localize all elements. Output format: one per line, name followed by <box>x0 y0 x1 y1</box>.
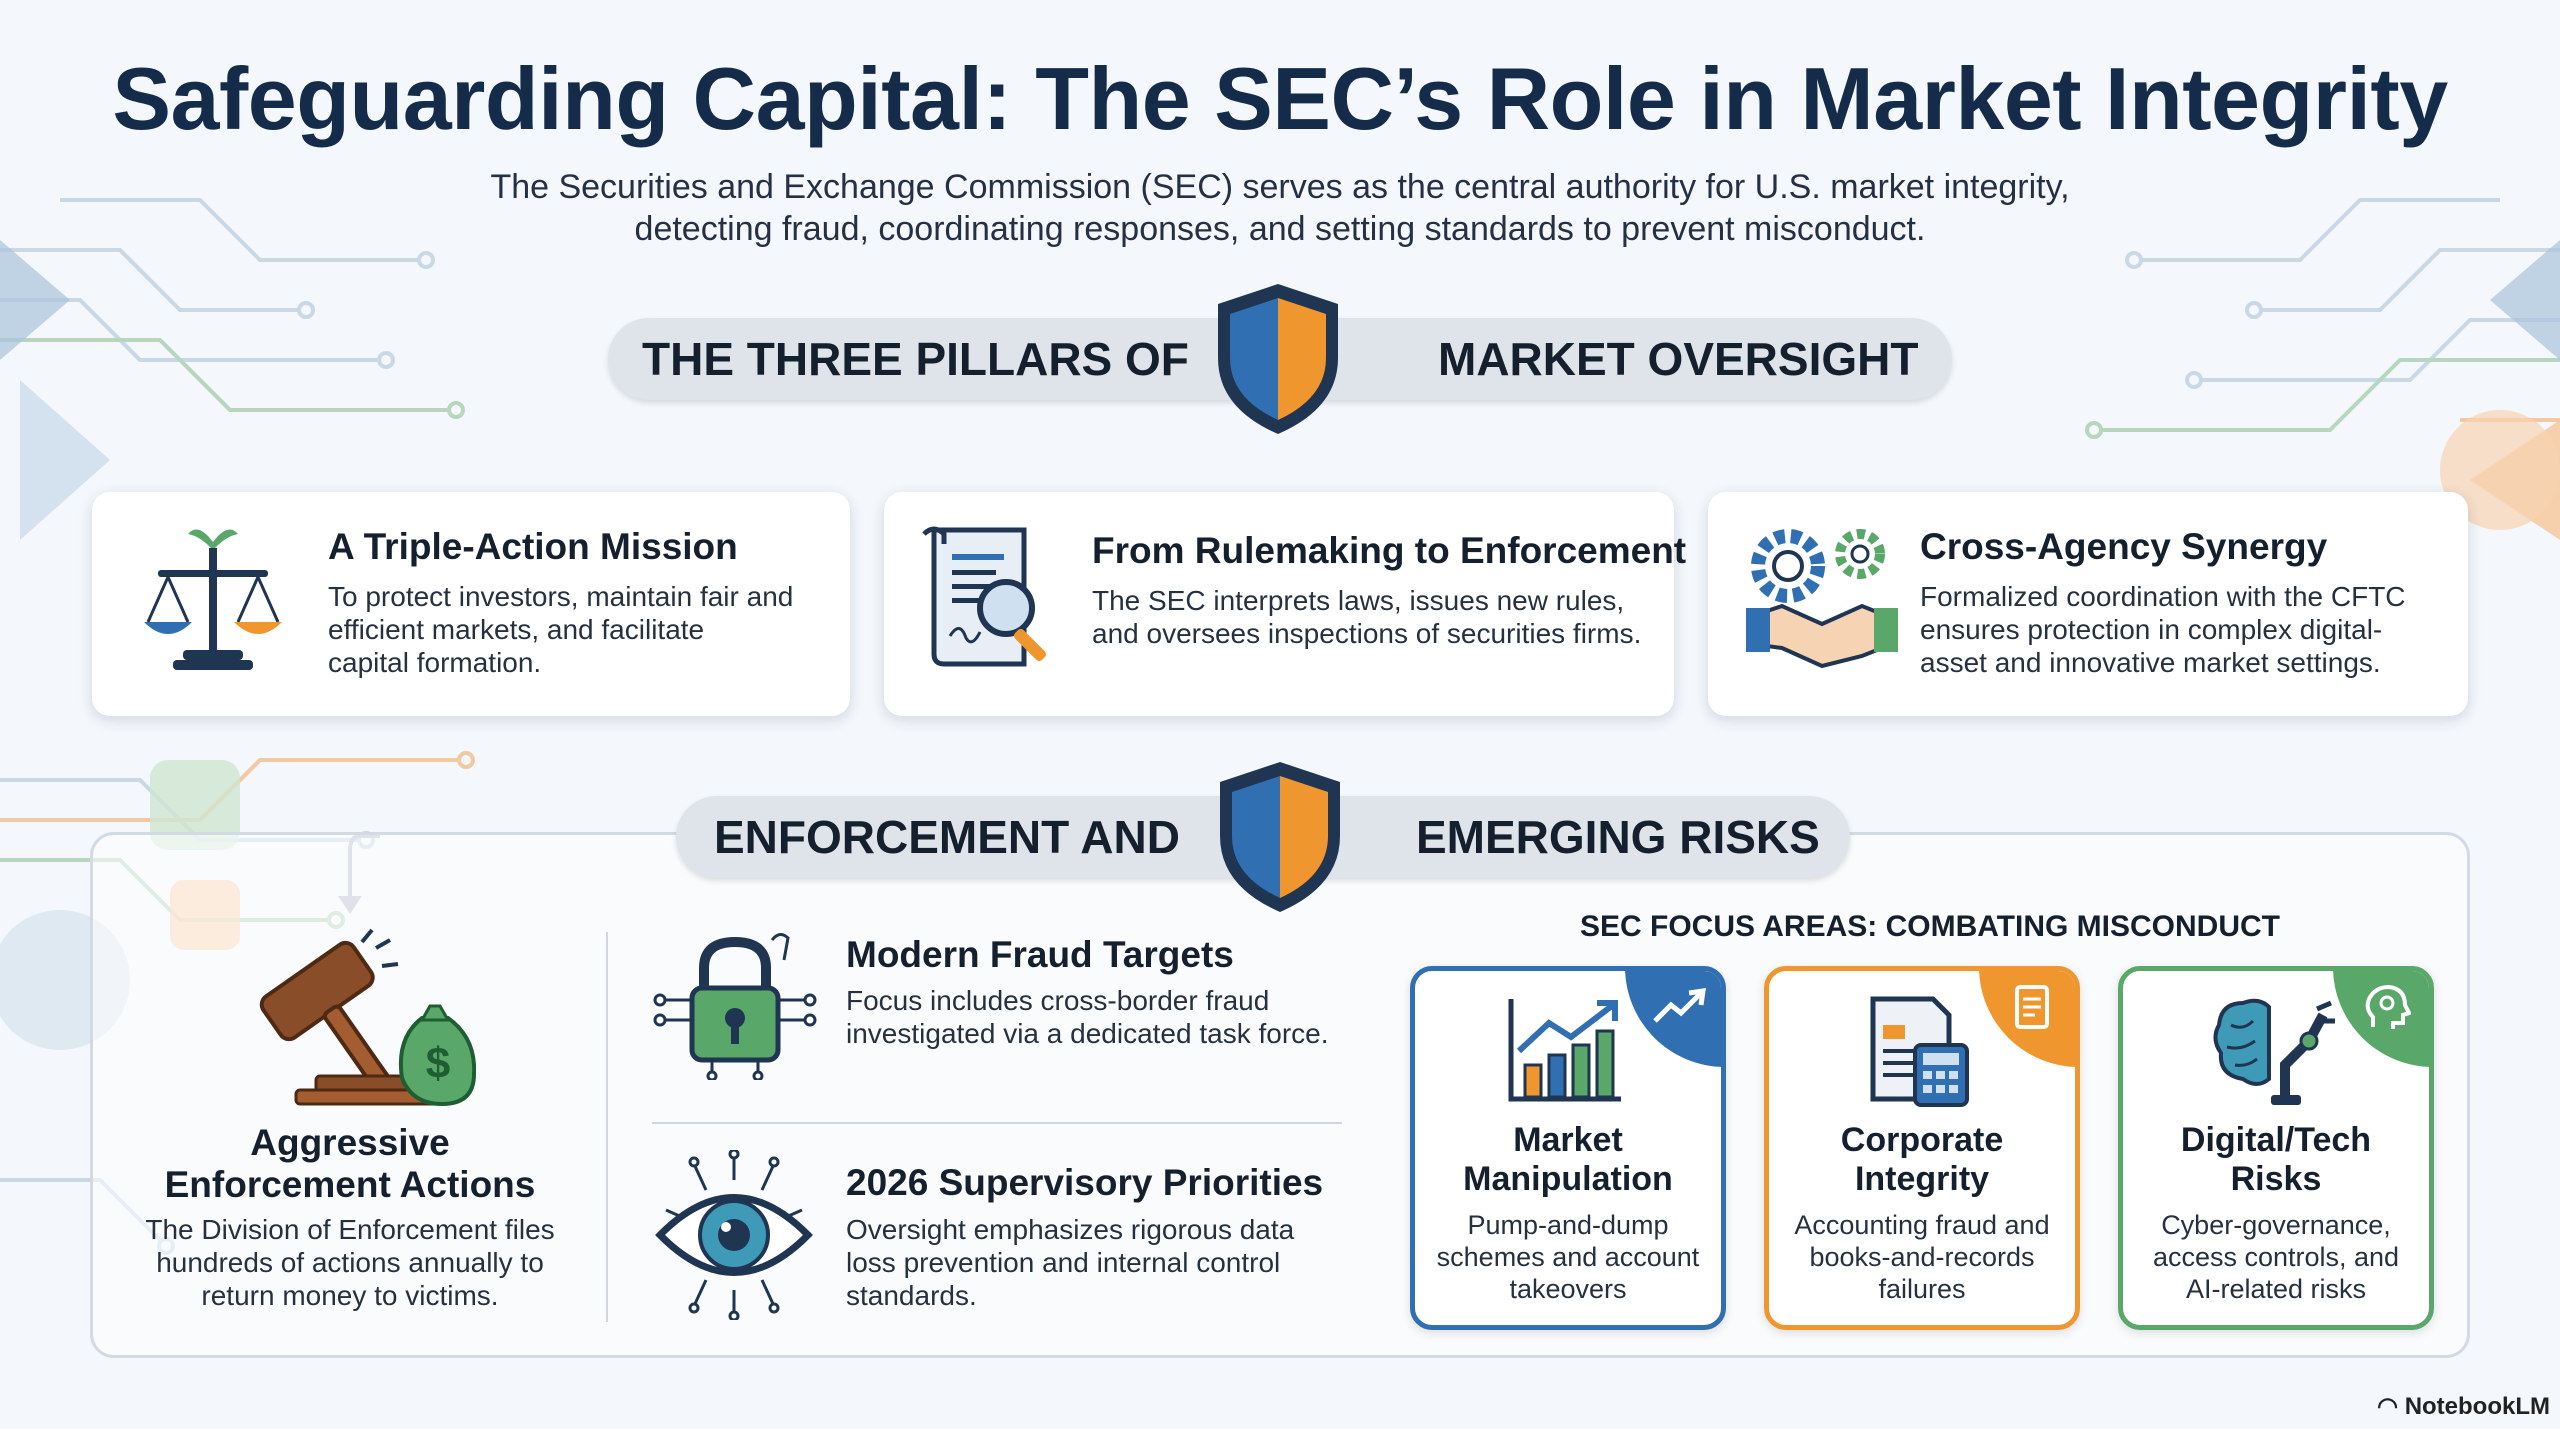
enforcement-text: The Division of Enforcement files hundre… <box>120 1213 580 1312</box>
page-subtitle: The Securities and Exchange Commission (… <box>380 166 2180 250</box>
column-divider <box>606 932 608 1322</box>
text-line: schemes and account <box>1436 1242 1700 1272</box>
focus-areas-title: SEC FOCUS AREAS: COMBATING MISCONDUCT <box>1580 910 2280 943</box>
padlock-circuit-icon <box>653 933 817 1080</box>
text-line: efficient markets, and facilitate <box>328 614 705 645</box>
notebooklm-logo-icon: ◠ <box>2377 1393 2405 1420</box>
text-line: standards. <box>846 1280 977 1311</box>
text-line: Focus includes cross-border fraud <box>846 985 1270 1016</box>
brand-name: NotebookLM <box>2404 1393 2550 1420</box>
pillar-title: From Rulemaking to Enforcement <box>1092 530 1687 571</box>
svg-text:$: $ <box>426 1039 450 1088</box>
title-line: Corporate <box>1840 1121 2004 1159</box>
subtitle-line: The Securities and Exchange Commission (… <box>490 168 2070 206</box>
text-line: Formalized coordination with the CFTC <box>1920 581 2406 612</box>
text-line: and oversees inspections of securities f… <box>1092 618 1642 649</box>
pillar-card-mission: A Triple-Action Mission To protect inves… <box>92 492 850 716</box>
focus-card-title: Market Manipulation <box>1415 1121 1721 1199</box>
text-line: AI-related risks <box>2185 1274 2367 1304</box>
focus-card-text: Accounting fraud and books-and-records f… <box>1777 1209 2067 1305</box>
focus-card-market-manipulation: Market Manipulation Pump-and-dump scheme… <box>1410 966 1726 1330</box>
chart-up-icon <box>1508 999 1621 1102</box>
text-line: The SEC interprets laws, issues new rule… <box>1092 585 1625 616</box>
text-line: ensures protection in complex digital- <box>1920 614 2383 645</box>
pillar-title: Cross-Agency Synergy <box>1920 526 2328 567</box>
title-line: Integrity <box>1854 1160 1990 1198</box>
document-icon <box>2015 985 2049 1029</box>
calculator-document-icon <box>1870 996 1969 1107</box>
text-line: Oversight emphasizes rigorous data <box>846 1214 1295 1245</box>
text-line: investigated via a dedicated task force. <box>846 1018 1329 1049</box>
text-line: Pump-and-dump <box>1467 1210 1669 1240</box>
head-gear-icon <box>2365 984 2411 1029</box>
enforcement-banner-right: EMERGING RISKS <box>1416 811 1820 863</box>
brand-watermark: ◠ NotebookLM <box>2377 1392 2550 1421</box>
title-line: Digital/Tech <box>2180 1121 2372 1159</box>
text-line: asset and innovative market settings. <box>1920 647 2381 678</box>
text-line: Accounting fraud and <box>1794 1210 2050 1240</box>
focus-card-corporate-integrity: Corporate Integrity Accounting fraud and… <box>1764 966 2080 1330</box>
text-line: Cyber-governance, <box>2161 1210 2391 1240</box>
text-line: takeovers <box>1509 1274 1627 1304</box>
gavel-money-icon: $ <box>259 928 476 1107</box>
brain-robot-icon <box>2213 998 2335 1105</box>
focus-card-text: Cyber-governance, access controls, and A… <box>2131 1209 2421 1305</box>
shield-icon <box>1218 284 1338 434</box>
title-line: Enforcement Actions <box>164 1164 536 1205</box>
enforcement-title: Aggressive Enforcement Actions <box>130 1122 570 1206</box>
title-line: Market <box>1513 1121 1623 1159</box>
text-line: To protect investors, maintain fair and <box>328 581 794 612</box>
pillars-banner-left: THE THREE PILLARS OF <box>642 333 1189 385</box>
fraud-title: Modern Fraud Targets <box>846 934 1234 975</box>
text-line: books-and-records <box>1809 1242 2035 1272</box>
pillar-card-rulemaking: From Rulemaking to Enforcement The SEC i… <box>884 492 1686 716</box>
gears-handshake-icon <box>1746 529 1898 669</box>
title-line: Manipulation <box>1463 1160 1673 1198</box>
enforcement-banner-left: ENFORCEMENT AND <box>714 811 1180 863</box>
page-title: Safeguarding Capital: The SEC’s Role in … <box>112 49 2448 148</box>
text-line: return money to victims. <box>201 1280 499 1311</box>
text-line: capital formation. <box>328 647 542 678</box>
shield-icon <box>1220 762 1340 912</box>
row-divider <box>652 1122 1342 1124</box>
focus-card-text: Pump-and-dump schemes and account takeov… <box>1423 1209 1713 1305</box>
eye-circuit-icon <box>655 1150 813 1320</box>
title-line: Aggressive <box>250 1122 450 1163</box>
pillars-banner-right: MARKET OVERSIGHT <box>1438 333 1919 385</box>
pillar-text: To protect investors, maintain fair and … <box>328 580 828 679</box>
scales-icon <box>144 529 282 670</box>
fraud-text: Focus includes cross-border fraud invest… <box>846 984 1366 1050</box>
subtitle-line: detecting fraud, coordinating responses,… <box>634 210 1926 248</box>
pillar-text: The SEC interprets laws, issues new rule… <box>1092 584 1662 650</box>
priorities-title: 2026 Supervisory Priorities <box>846 1162 1324 1203</box>
priorities-text: Oversight emphasizes rigorous data loss … <box>846 1213 1366 1312</box>
focus-card-title: Corporate Integrity <box>1769 1121 2075 1199</box>
text-line: access controls, and <box>2152 1242 2400 1272</box>
trend-arrow-icon <box>1653 988 1706 1023</box>
text-line: loss prevention and internal control <box>846 1247 1281 1278</box>
pillar-title: A Triple-Action Mission <box>328 526 738 567</box>
text-line: hundreds of actions annually to <box>156 1247 544 1278</box>
text-line: The Division of Enforcement files <box>145 1214 555 1245</box>
focus-card-digital-tech: Digital/Tech Risks Cyber-governance, acc… <box>2118 966 2434 1330</box>
focus-card-title: Digital/Tech Risks <box>2123 1121 2429 1199</box>
text-line: failures <box>1878 1274 1966 1304</box>
pillar-card-synergy: Cross-Agency Synergy Formalized coordina… <box>1708 492 2468 716</box>
pillar-text: Formalized coordination with the CFTC en… <box>1920 580 2440 679</box>
title-line: Risks <box>2230 1160 2322 1198</box>
document-magnifier-icon <box>922 526 1047 667</box>
